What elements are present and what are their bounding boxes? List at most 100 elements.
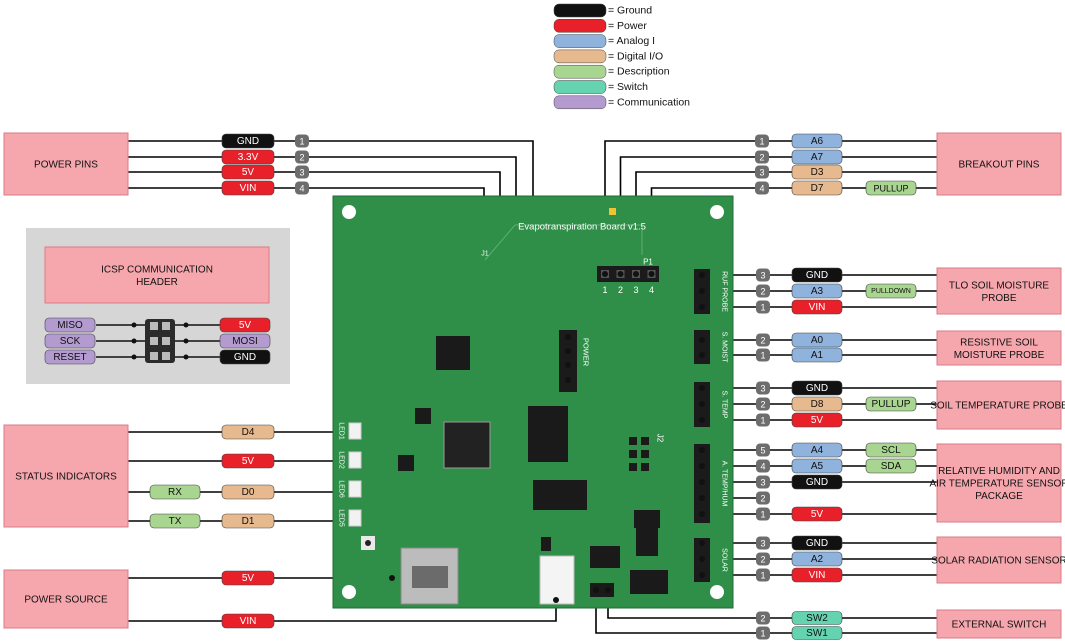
power-pin-number (295, 165, 309, 179)
led-label: LED2 (338, 451, 345, 469)
power-pin-number (295, 181, 309, 195)
external-switch-box (936, 609, 1062, 639)
sensor-connector-pin (699, 479, 705, 485)
sensor-pin-label: A2 (811, 554, 824, 565)
breakout-pin-number-label: 4 (759, 184, 764, 194)
power-pin-number (295, 134, 309, 148)
icsp-right-pin (219, 333, 271, 349)
sensor-box-2 (936, 330, 1062, 366)
power-pin-number-label: 2 (299, 153, 304, 163)
power-pins-title: POWER PINS (34, 160, 98, 171)
sensor-pin (791, 347, 843, 363)
sensor-extra (865, 458, 917, 474)
j1-label: J1 (481, 251, 489, 258)
breakout-pin-number-label: 2 (759, 153, 764, 163)
sensor-connector (694, 330, 710, 364)
sensor-connector-pin (699, 540, 705, 546)
sensor-pin (791, 551, 843, 567)
status-pin (221, 424, 275, 440)
sensor-pin-number (756, 381, 770, 395)
power-pin-4-label: VIN (240, 183, 257, 194)
jumper-pin (629, 463, 637, 471)
legend-swatch-switch (553, 80, 607, 94)
status-indicators-title: STATUS INDICATORS (15, 472, 117, 483)
switch-pin-label: SW2 (806, 613, 828, 624)
sensor-extra (865, 283, 917, 299)
usb-dot (389, 575, 395, 581)
sensor-extra-label: PULLUP (872, 399, 911, 410)
power-header-label: POWER (582, 338, 591, 367)
sensor-pin-number (756, 568, 770, 582)
icsp-left-pin-label: SCK (60, 336, 81, 347)
icsp-header (145, 319, 175, 363)
mounting-hole (710, 585, 724, 599)
led-1 (348, 422, 362, 440)
sensor-extra-label: SCL (881, 445, 901, 456)
sensor-pin (791, 396, 843, 412)
chip-ic (528, 406, 568, 462)
breakout-pullup (865, 180, 917, 196)
status-desc-label: TX (169, 516, 182, 527)
status-pin (221, 453, 275, 469)
sensor-box-5 (936, 536, 1062, 584)
sensor-pin-number (756, 268, 770, 282)
power-header-pin (565, 362, 571, 368)
reset-button-cap (365, 540, 371, 546)
sensor-pin-label: A0 (811, 335, 824, 346)
icsp-dot (131, 322, 137, 328)
power-pin-1 (221, 133, 275, 149)
chip-small (590, 546, 620, 568)
sensor-pin-number-label: 2 (760, 494, 765, 504)
switch-pin-number-label: 1 (760, 629, 765, 639)
connector-label: RUF PROBE (721, 271, 728, 312)
power-header-pin (565, 348, 571, 354)
header-number: 1 (602, 285, 607, 295)
power-source-title: POWER SOURCE (24, 595, 108, 606)
sensor-pin (791, 474, 843, 490)
sensor-pin-number-label: 1 (760, 571, 765, 581)
status-pin-label: D1 (242, 516, 255, 527)
icsp-dot (131, 338, 137, 344)
external-switch-title: EXTERNAL SWITCH (952, 620, 1047, 631)
sensor-pin-number-label: 1 (760, 303, 765, 313)
switch-pin-number-label: 2 (760, 614, 765, 624)
icsp-left-pin (44, 317, 96, 333)
sensor-pin-label: GND (806, 270, 828, 281)
sensor-pin-number-label: 5 (760, 446, 765, 456)
breakout-pins-title: BREAKOUT PINS (959, 160, 1040, 171)
sensor-connector-pin (699, 511, 705, 517)
sensor-pin-label: GND (806, 538, 828, 549)
sensor-pin-number (756, 300, 770, 314)
breakout-header-pin (633, 271, 639, 277)
led-2 (348, 451, 362, 469)
sensor-pin-number (756, 397, 770, 411)
legend-swatch-ground (553, 3, 607, 18)
sensor-pin-number (756, 507, 770, 521)
sensor-connector-pin (699, 385, 705, 391)
sensor-pin-number (756, 284, 770, 298)
breakout-pins-box (936, 132, 1062, 196)
sensor-pin (791, 332, 843, 348)
sensor-pin-number-label: 1 (760, 510, 765, 520)
chip-small (415, 408, 431, 424)
switch-dot (593, 587, 599, 593)
sensor-pin-number-label: 3 (760, 478, 765, 488)
status-pin-label: D4 (242, 427, 255, 438)
header-number: 4 (649, 285, 654, 295)
icsp-dot (131, 354, 137, 360)
power-pin-number-label: 4 (299, 184, 304, 194)
sensor-pin-label: 5V (811, 415, 824, 426)
breakout-header (597, 266, 659, 282)
switch-pin-number (756, 626, 770, 640)
led-label: LED5 (338, 509, 345, 527)
icsp-right-pin-label: MOSI (232, 336, 258, 347)
icsp-left-pin-label: RESET (53, 352, 86, 363)
legend-label-power: = Power (608, 20, 647, 32)
sensor-title-5: SOLAR RADIATION SENSOR (931, 556, 1065, 567)
status-indicators-box (3, 424, 129, 528)
jumper-pin (641, 463, 649, 471)
sensor-pin (791, 535, 843, 551)
